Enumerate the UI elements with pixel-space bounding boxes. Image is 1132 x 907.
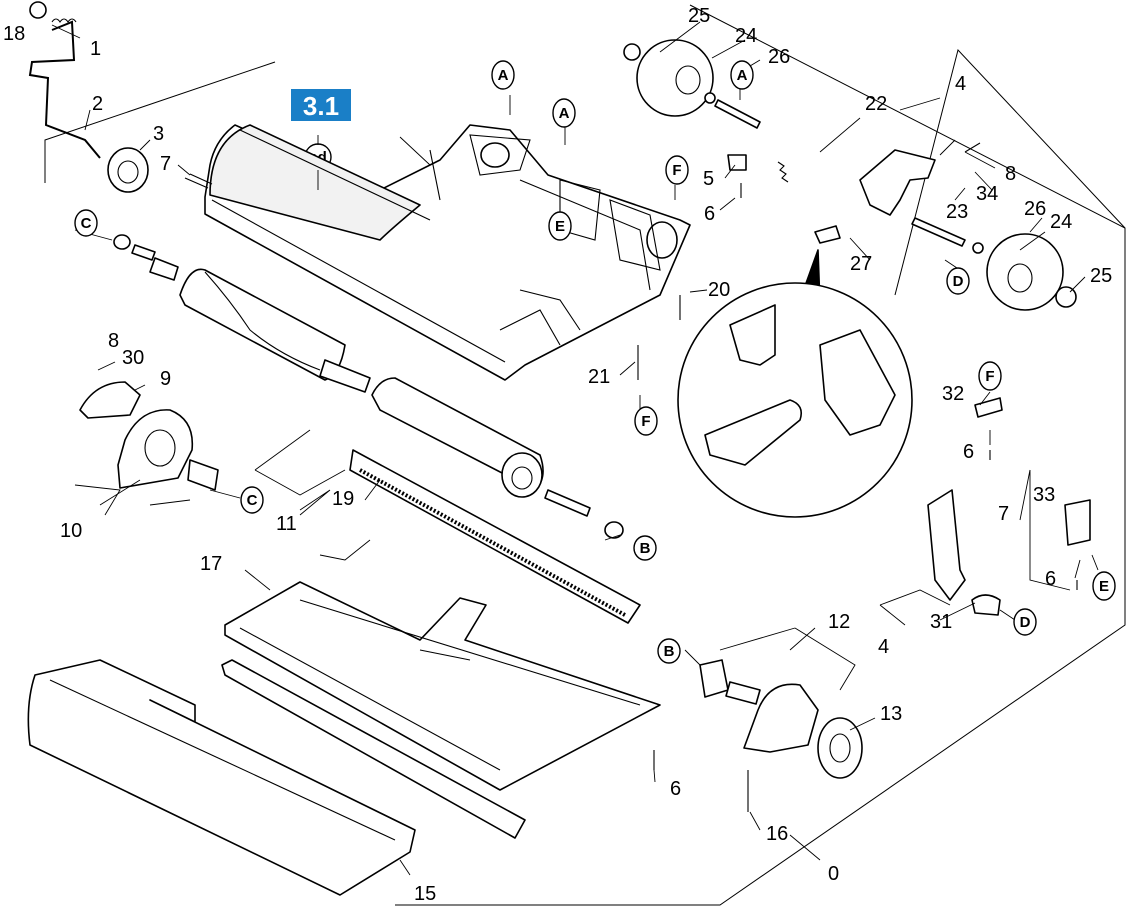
main-housing — [204, 124, 691, 381]
label-33: 33 — [1033, 484, 1055, 506]
ref-F1: F — [672, 162, 681, 179]
label-13: 13 — [880, 703, 902, 725]
bottom-plate-part-17 — [224, 581, 661, 791]
label-6d: 6 — [670, 778, 681, 800]
label-8a: 8 — [1005, 163, 1016, 185]
ref-F2: F — [641, 413, 650, 430]
roller-axle-left — [113, 234, 179, 281]
label-4b: 4 — [878, 636, 889, 658]
label-7a: 7 — [160, 153, 171, 175]
label-31: 31 — [930, 611, 952, 633]
label-6b: 6 — [963, 441, 974, 463]
label-21: 21 — [588, 366, 610, 388]
screws — [637, 142, 1078, 770]
second-roller — [371, 377, 624, 539]
label-8b: 8 — [108, 330, 119, 352]
label-3: 3 — [153, 123, 164, 145]
lever-part-31 — [927, 489, 1001, 616]
label-10: 10 — [60, 520, 82, 542]
label-5: 5 — [703, 168, 714, 190]
label-6a: 6 — [704, 203, 715, 225]
label-0: 0 — [828, 863, 839, 885]
ref-C1: C — [81, 215, 92, 232]
label-11: 11 — [276, 513, 297, 535]
label-2: 2 — [92, 93, 103, 115]
ref-A1: A — [498, 67, 509, 84]
leader-lines — [51, 21, 1099, 876]
ref-E2: E — [1099, 578, 1109, 595]
ref-B2: B — [664, 643, 675, 660]
reference-letters: A A A B B C C D D E E F F F — [74, 60, 1116, 664]
assembly-frame — [44, 4, 1126, 906]
ref-B1: B — [640, 540, 651, 557]
ref-F3: F — [985, 368, 994, 385]
small-part-32 — [974, 397, 1003, 418]
label-7b: 7 — [998, 503, 1009, 525]
label-26b: 26 — [1024, 198, 1046, 220]
ref-A3: A — [737, 67, 748, 84]
label-22: 22 — [865, 93, 887, 115]
label-25a: 25 — [688, 5, 710, 27]
label-9: 9 — [160, 368, 171, 390]
small-wheel-part-3 — [107, 147, 149, 193]
wheel-top-part-24 — [623, 39, 761, 129]
label-24b: 24 — [1050, 211, 1072, 233]
label-23: 23 — [946, 201, 968, 223]
brush-roller — [179, 268, 371, 393]
rod-part-1 — [28, 1, 101, 159]
bearing-housing-part-10 — [79, 381, 219, 491]
ref-D1: D — [953, 273, 964, 290]
label-20: 20 — [708, 279, 730, 301]
gear-assembly — [699, 659, 863, 812]
detail-magnifier — [677, 249, 913, 518]
label-32: 32 — [942, 383, 964, 405]
label-17: 17 — [200, 553, 222, 575]
label-16: 16 — [766, 823, 788, 845]
label-12: 12 — [828, 611, 850, 633]
rail-strip — [221, 659, 526, 839]
label-34: 34 — [976, 183, 998, 205]
label-18: 18 — [3, 23, 25, 45]
label-24a: 24 — [735, 25, 757, 47]
label-26a: 26 — [768, 46, 790, 68]
ref-C2: C — [247, 492, 258, 509]
ref-E1: E — [555, 218, 565, 235]
wheel-right-part-24 — [911, 217, 1077, 311]
brush-strip-part-19 — [349, 449, 641, 624]
label-4a: 4 — [955, 73, 966, 95]
label-1: 1 — [90, 38, 101, 60]
label-30: 30 — [122, 347, 144, 369]
clip-part-33 — [1064, 499, 1091, 546]
pedal-part-23 — [727, 149, 936, 216]
ref-A2: A — [559, 105, 570, 122]
label-15: 15 — [414, 883, 436, 905]
ref-D2: D — [1020, 614, 1031, 631]
bracket-part-7 — [184, 173, 213, 189]
label-19: 19 — [332, 488, 354, 510]
front-bumper-part-15 — [27, 659, 416, 896]
label-6c: 6 — [1045, 568, 1056, 590]
label-25b: 25 — [1090, 265, 1112, 287]
section-badge-label: 3.1 — [303, 91, 339, 121]
part-27 — [814, 225, 841, 244]
label-27: 27 — [850, 253, 872, 275]
part-number-labels: 18 1 2 3 7 25 24 26 4 22 8 34 23 26 24 5… — [3, 5, 1112, 905]
